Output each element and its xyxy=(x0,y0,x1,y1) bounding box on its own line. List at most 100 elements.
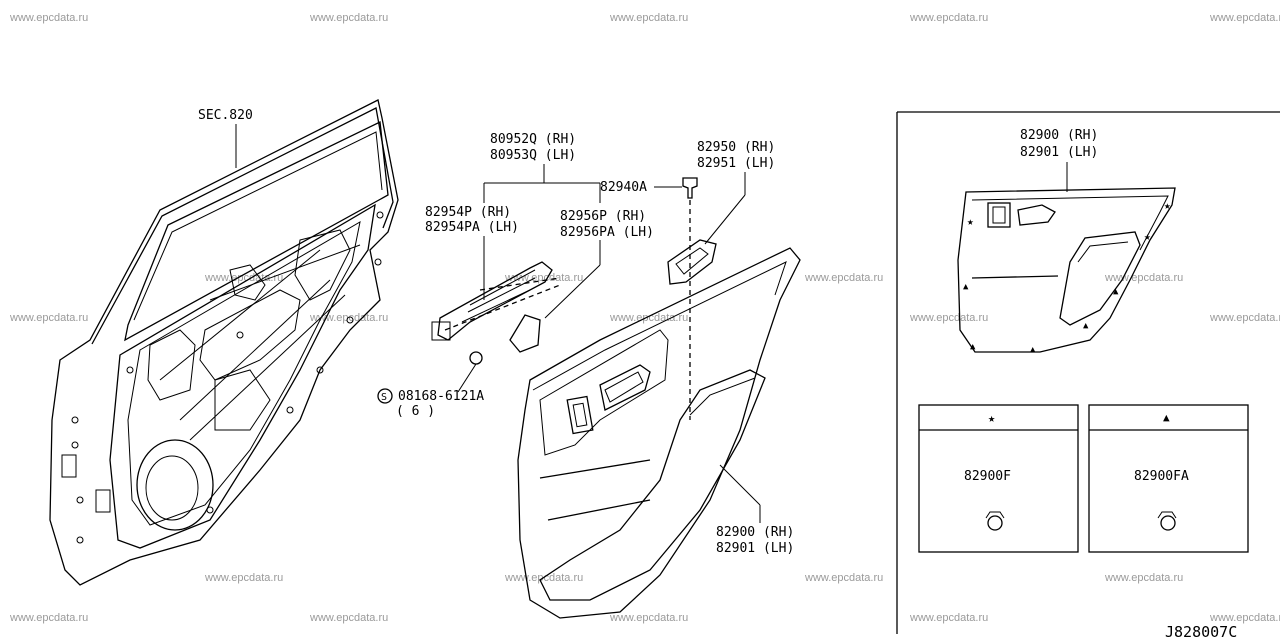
watermark: www.epcdata.ru xyxy=(1209,312,1280,324)
label-82951: 82951 (LH) xyxy=(697,156,775,171)
watermark: www.epcdata.ru xyxy=(804,272,883,284)
edge-hole xyxy=(376,211,384,219)
watermark: www.epcdata.ru xyxy=(1209,12,1280,24)
inner-cutout-4 xyxy=(294,229,351,301)
watermark: www.epcdata.ru xyxy=(309,12,388,24)
edge-hole xyxy=(236,331,244,339)
label-82900f: 82900F xyxy=(964,469,1011,484)
label-screw-qty: ( 6 ) xyxy=(396,404,435,419)
edge-hole xyxy=(346,316,354,324)
watermark: www.epcdata.ru xyxy=(204,272,283,284)
handle-housing xyxy=(437,261,553,341)
screw-symbol-letter: S xyxy=(381,392,387,403)
triangle-clip-box xyxy=(1088,404,1249,553)
trim-upper-panel xyxy=(539,329,669,456)
hinge-block xyxy=(61,454,77,478)
label-82950: 82950 (RH) xyxy=(697,140,775,155)
clip-marker-star: ★ xyxy=(967,215,974,228)
inset-clip-markers: ★ ★ ★ ▲ ▲ ▲ ▲ ▲ xyxy=(963,199,1171,355)
armrest xyxy=(539,369,766,601)
watermark: www.epcdata.ru xyxy=(909,312,988,324)
inset-trim-panel xyxy=(957,187,1176,353)
label-82901-lh: 82901 (LH) xyxy=(716,541,794,556)
watermark: www.epcdata.ru xyxy=(9,312,88,324)
regulator-rail-1 xyxy=(179,279,331,421)
check-link-block xyxy=(95,489,111,513)
window-glass-opening xyxy=(124,121,389,342)
lock-knob xyxy=(572,402,588,428)
inset-label-82900-rh: 82900 (RH) xyxy=(1020,128,1098,143)
inset-lock-knob xyxy=(992,206,1006,224)
lock-knob-bezel xyxy=(566,395,594,435)
leader-screw xyxy=(457,363,477,393)
clip-marker-triangle: ▲ xyxy=(1113,287,1119,297)
edge-hole xyxy=(71,441,79,449)
label-82954pa: 82954PA (LH) xyxy=(425,220,519,235)
handle-housing-ribs xyxy=(461,269,536,323)
armrest-top xyxy=(689,377,756,416)
screw-head xyxy=(469,351,483,365)
regulator-rail-4 xyxy=(209,244,361,301)
door-outline xyxy=(49,99,399,586)
inner-cutout-5 xyxy=(214,369,271,431)
edge-hole xyxy=(126,366,134,374)
edge-hole xyxy=(206,506,214,514)
inset-handle-bezel xyxy=(1017,204,1056,226)
watermark: www.epcdata.ru xyxy=(9,12,88,24)
edge-holes xyxy=(71,211,384,544)
leader-82950-2 xyxy=(704,194,746,245)
label-80952q: 80952Q (RH) xyxy=(490,132,576,147)
pull-pocket xyxy=(667,239,717,285)
regulator-rail-2 xyxy=(189,294,346,441)
inset-armrest-top xyxy=(1077,241,1129,263)
pull-pocket-drawing: 82950 (RH) 82951 (LH) 82940A xyxy=(600,140,775,420)
watermark: www.epcdata.ru xyxy=(909,12,988,24)
watermark: www.epcdata.ru xyxy=(9,612,88,624)
watermark: www.epcdata.ru xyxy=(309,612,388,624)
edge-hole xyxy=(374,258,382,266)
trim-groove-1 xyxy=(539,459,651,479)
watermark-layer: www.epcdata.ru www.epcdata.ru www.epcdat… xyxy=(9,12,1280,624)
label-82940a: 82940A xyxy=(600,180,647,195)
clip-marker-star: ★ xyxy=(1164,199,1171,212)
clip-marker-triangle: ▲ xyxy=(1083,321,1089,331)
triangle-clip-header: ▲ xyxy=(1163,411,1170,424)
inset-label-82901-lh: 82901 (LH) xyxy=(1020,145,1098,160)
edge-hole xyxy=(286,406,294,414)
label-82956pa: 82956PA (LH) xyxy=(560,225,654,240)
screw-symbol-circle xyxy=(377,388,393,404)
watermark: www.epcdata.ru xyxy=(609,612,688,624)
handle-bezel-inner xyxy=(604,371,644,403)
watermark: www.epcdata.ru xyxy=(1104,272,1183,284)
clip-marker-star: ★ xyxy=(1144,230,1151,243)
clip-82900f-icon xyxy=(985,511,1005,531)
edge-hole xyxy=(316,366,324,374)
edge-hole xyxy=(76,496,84,504)
star-clip-box xyxy=(918,404,1079,553)
watermark: www.epcdata.ru xyxy=(309,312,388,324)
label-82956p: 82956P (RH) xyxy=(560,209,646,224)
leader-80952q-bracket xyxy=(483,164,601,203)
door-trim-panel-drawing: 82900 (RH) 82901 (LH) xyxy=(517,247,801,619)
inset-groove xyxy=(971,275,1059,279)
inside-handle-lever xyxy=(509,314,541,353)
inside-handle-assembly-drawing: 80952Q (RH) 80953Q (LH) 82954P (RH) 8295… xyxy=(377,132,654,419)
label-sec-820: SEC.820 xyxy=(198,108,253,123)
leader-82956p-2 xyxy=(544,264,601,319)
handle-mount xyxy=(431,321,451,341)
inset-lock-bezel xyxy=(987,202,1011,228)
label-08168-6121a: 08168-6121A xyxy=(398,389,484,404)
watermark: www.epcdata.ru xyxy=(1209,612,1280,624)
clip-marker-triangle: ▲ xyxy=(963,282,969,292)
door-inner-panel-drawing: SEC.820 xyxy=(49,99,399,586)
inset-armrest xyxy=(1059,231,1141,326)
trim-panel-outline xyxy=(517,247,801,619)
inset-trim-top xyxy=(971,195,1169,251)
clip-marker-triangle: ▲ xyxy=(1030,345,1036,355)
label-80953q: 80953Q (LH) xyxy=(490,148,576,163)
handle-bezel xyxy=(599,364,651,411)
watermark: www.epcdata.ru xyxy=(504,272,583,284)
clip-82900fa-icon xyxy=(1157,511,1177,531)
watermark: www.epcdata.ru xyxy=(609,12,688,24)
